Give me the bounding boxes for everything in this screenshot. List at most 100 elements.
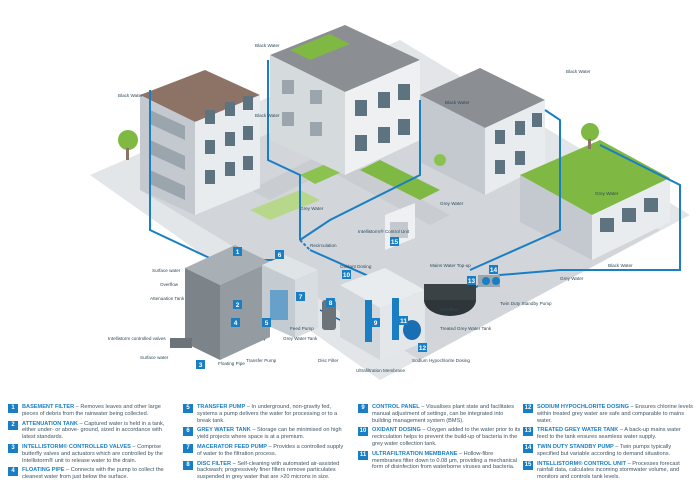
label-overflow-2: Overflow — [440, 307, 459, 312]
label-grey-water-2: Grey Water — [440, 201, 464, 206]
legend-title: ULTRAFILTRATION MEMBRANE — [372, 450, 458, 457]
legend-number: 3 — [8, 443, 18, 453]
badge-3: 3 — [196, 360, 205, 369]
label-grey-water-4: Grey Water — [595, 191, 619, 196]
label-black-water-1: Black Water — [118, 93, 143, 98]
svg-text:11: 11 — [400, 318, 407, 325]
badge-2: 2 — [233, 300, 242, 309]
building-house-center — [270, 25, 420, 175]
label-intellistorm-valves: Intellistorm controlled valves — [108, 336, 166, 341]
legend-title: TRANSFER PUMP — [197, 404, 246, 410]
svg-text:15: 15 — [391, 239, 399, 246]
legend-number: 1 — [8, 404, 18, 413]
label-sodium-dosing: Sodium Hypochlorite Dosing — [412, 358, 470, 363]
label-surface-water-2: Surface water — [140, 355, 169, 360]
legend-item-8: 8 DISC FILTER – Self-cleaning with automa… — [183, 460, 348, 481]
legend-title: MACERATOR FEED PUMP — [197, 443, 268, 450]
svg-text:4: 4 — [234, 320, 238, 327]
label-transfer-pump: Transfer Pump — [246, 358, 277, 363]
legend-title: ATTENUATION TANK — [22, 420, 78, 427]
legend-number: 6 — [183, 427, 193, 437]
badge-5: 5 — [262, 318, 271, 327]
legend-number: 11 — [358, 450, 368, 460]
label-black-water-3: Black Water — [445, 100, 470, 105]
legend-description: – Provides a controlled supply of water … — [197, 443, 344, 457]
legend-title: TWIN DUTY STANDBY PUMP — [537, 443, 614, 450]
badge-4: 4 — [231, 318, 240, 327]
annotation-labels: Black Water Black Water Black Water Blac… — [108, 43, 633, 373]
label-surface-water-1: Surface water — [152, 268, 181, 273]
legend-title: DISC FILTER — [197, 460, 232, 467]
trees — [118, 123, 599, 166]
label-black-water-4: Black Water — [566, 69, 591, 74]
legend-title: CONTROL PANEL — [372, 404, 420, 410]
legend-column-3: 9 CONTROL PANEL – Visualises plant state … — [358, 404, 523, 474]
legend-description: – Oxygen added to the water prior to its… — [372, 427, 521, 447]
label-floating-pipe: Floating Pipe — [218, 361, 245, 366]
legend-description: – Twin pumps typically specified but var… — [537, 443, 672, 457]
legend-number: 10 — [358, 427, 368, 437]
label-treated-tank: Treated Grey Water Tank — [440, 326, 492, 331]
svg-text:6: 6 — [278, 252, 282, 259]
badge-12: 12 — [418, 343, 427, 352]
badge-15: 15 — [390, 237, 399, 246]
badge-14: 14 — [489, 265, 498, 274]
building-green-roof-right — [520, 140, 670, 260]
label-control-unit: Intellistorm® Control Unit — [358, 228, 410, 234]
legend-description: – Self-cleaning with automated air-assis… — [197, 460, 340, 481]
building-apartment-left — [140, 70, 260, 215]
label-black-water-5: Black Water — [608, 263, 633, 268]
legend-number: 2 — [8, 420, 18, 430]
svg-text:1: 1 — [236, 249, 240, 256]
label-oxidant-dosing: Oxidant Dosing — [340, 264, 372, 269]
legend-description: – In underground, non-gravity fed, syste… — [197, 404, 338, 424]
legend-item-9: 9 CONTROL PANEL – Visualises plant state … — [358, 404, 523, 424]
treatment-plant — [170, 203, 500, 360]
svg-text:7: 7 — [299, 294, 303, 301]
badge-7: 7 — [296, 292, 305, 301]
legend-title: TREATED GREY WATER TANK — [537, 427, 619, 434]
badge-1: 1 — [233, 247, 242, 256]
label-grey-water-tank: Grey Water Tank — [283, 336, 318, 341]
legend-description: – Removes leaves and other large pieces … — [22, 404, 161, 417]
badge-11: 11 — [399, 316, 408, 325]
label-disc-filter: Disc Filter — [318, 358, 339, 363]
svg-text:8: 8 — [329, 300, 333, 307]
legend-description: – Ensures chlorine levels within treated… — [537, 404, 693, 424]
legend-description: – Visualises plant state and facilitates… — [372, 404, 515, 424]
svg-text:12: 12 — [419, 345, 427, 352]
legend-title: INTELLISTORM® CONTROLLED VALVES — [22, 443, 131, 450]
svg-text:13: 13 — [468, 278, 476, 285]
label-grey-water-3: Grey Water — [560, 276, 584, 281]
legend-number: 13 — [523, 427, 533, 437]
svg-text:2: 2 — [236, 302, 240, 309]
legend-number: 7 — [183, 443, 193, 453]
legend-number: 8 — [183, 460, 193, 470]
legend-item-2: 2 ATTENUATION TANK – Captured water is he… — [8, 420, 173, 441]
label-black-water-6: Black Water — [255, 43, 280, 48]
badge-10: 10 — [342, 270, 351, 279]
legend-number: 14 — [523, 443, 533, 453]
label-grey-water-1: Grey Water — [300, 206, 324, 211]
label-black-water-2: Black Water — [255, 113, 280, 118]
badge-8: 8 — [326, 298, 335, 307]
svg-text:14: 14 — [490, 267, 498, 274]
label-uf-membrane: Ultrafiltration Membrane — [356, 368, 405, 373]
legend-number: 9 — [358, 404, 368, 413]
legend-description: – Storage can be minimised on high yield… — [197, 427, 342, 441]
legend-description: – Captured water is held in a tank, eith… — [22, 420, 165, 441]
svg-text:10: 10 — [343, 272, 351, 279]
water-pipes — [149, 60, 681, 301]
